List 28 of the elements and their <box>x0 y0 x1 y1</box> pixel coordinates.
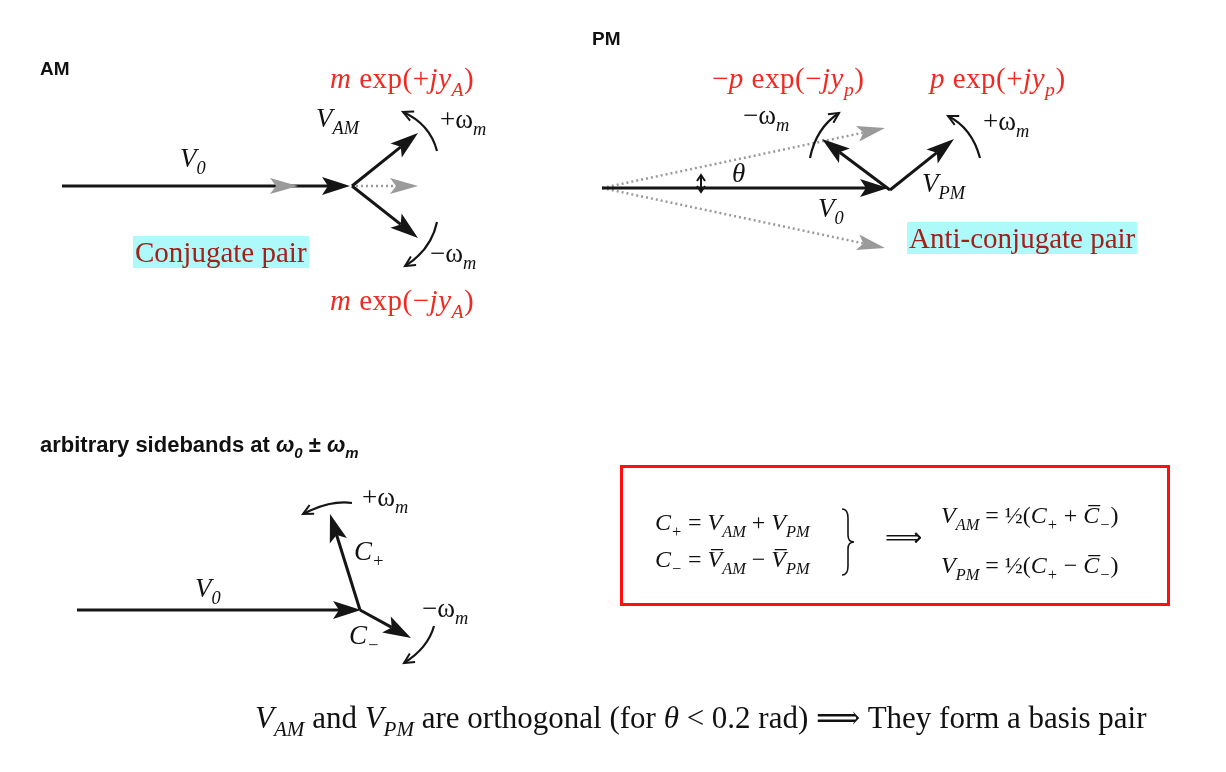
equation: C$_{+}$ = V$_{AM}$ + V$_{PM}$ <box>655 508 810 537</box>
sideband-formula: m exp(+jy$_{A}$) <box>330 62 475 96</box>
vector-label: V$_{0}$ <box>195 573 221 605</box>
highlighted-label: Conjugate pair <box>133 236 309 268</box>
vector-label: V$_{PM}$ <box>922 168 965 200</box>
rotation-label: −ω$_{m}$ <box>743 100 790 132</box>
highlighted-label: Anti-conjugate pair <box>907 222 1138 254</box>
rotation-label: −ω$_{m}$ <box>430 238 477 270</box>
vector-label: V$_{0}$ <box>818 193 844 225</box>
equation: C$_{−}$ = V̅$_{AM}$ − V̅$_{PM}$ <box>655 545 810 574</box>
caption-text: V$_{AM}$ and V$_{PM}$ are orthogonal (for θ < 0.2 rad) ⟹ They form a basis pair <box>255 700 1147 736</box>
equation-box <box>620 465 1170 606</box>
rotation-label: +ω$_{m}$ <box>440 104 487 136</box>
implies-sign: ⟹ <box>885 524 923 550</box>
panel-heading: PM <box>592 28 621 50</box>
rotation-label: +ω$_{m}$ <box>983 106 1030 138</box>
panel-heading: AM <box>40 58 70 80</box>
vector-label: C$_{+}$ <box>354 536 385 568</box>
equation: V$_{AM}$ = ½(C$_{+}$ + C̅$_{−}$) <box>941 501 1119 530</box>
rotation-label: −ω$_{m}$ <box>422 593 469 625</box>
panel-heading: arbitrary sidebands at ω$_{0}$ ± ω$_{m}$ <box>40 432 359 458</box>
vector-label: C$_{−}$ <box>349 620 380 652</box>
rotation-label: +ω$_{m}$ <box>362 482 409 514</box>
angle-label: θ <box>732 158 746 190</box>
vector-label: V$_{AM}$ <box>316 103 359 135</box>
equation: V$_{PM}$ = ½(C$_{+}$ − C̅$_{−}$) <box>941 551 1119 580</box>
sideband-formula: m exp(−jy$_{A}$) <box>330 284 475 318</box>
vector-label: V$_{0}$ <box>180 143 206 175</box>
